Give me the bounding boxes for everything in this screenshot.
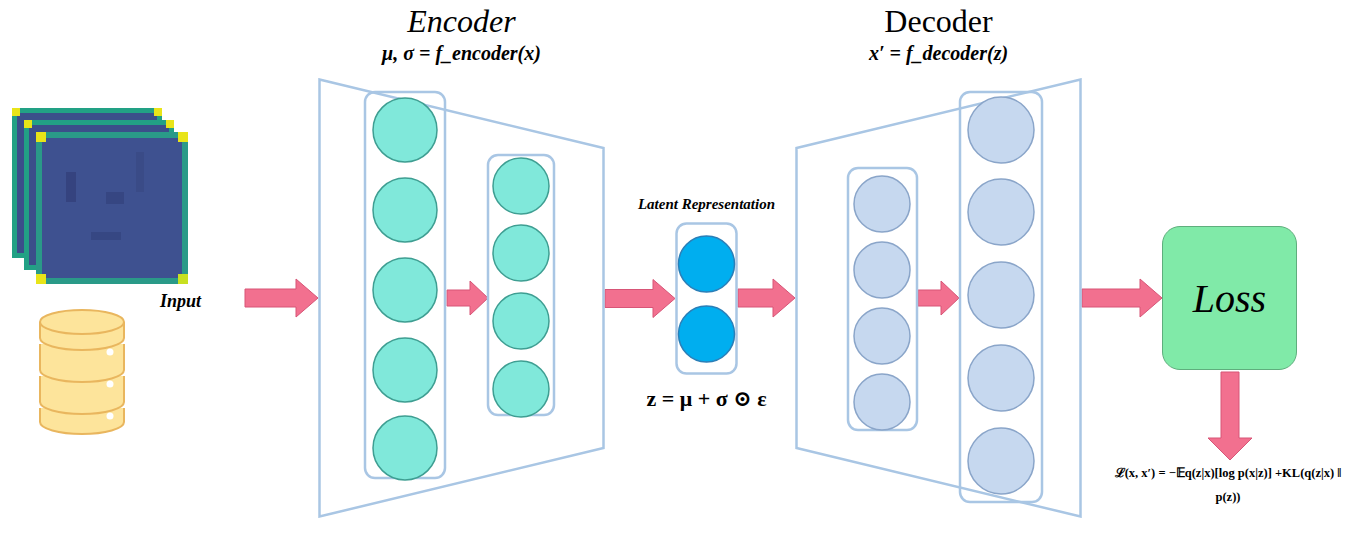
- label-wrap: z = μ + σ ⊙ ε: [585, 385, 828, 413]
- neuron: [854, 242, 910, 298]
- latent-block: Latent Representationz = μ + σ ⊙ ε: [675, 222, 738, 375]
- layer-frame: [960, 92, 1042, 502]
- encoder-block: Encoderμ, σ = f_encoder(x): [318, 78, 605, 518]
- flow-arrow: [605, 280, 675, 318]
- neuron: [493, 225, 549, 281]
- flow-arrow: [1082, 279, 1162, 317]
- block-title: Decoder: [755, 2, 1122, 40]
- neuron: [854, 374, 910, 430]
- decoder-block: Decoderx′ = f_decoder(z): [795, 78, 1082, 518]
- formula: z = μ + σ ⊙ ε: [585, 385, 828, 413]
- neuron: [493, 158, 549, 214]
- flow-arrow: [738, 279, 795, 317]
- loss-box: Loss: [1162, 226, 1297, 370]
- neuron: [373, 178, 437, 242]
- neuron: [968, 262, 1034, 328]
- trapezoid: [797, 80, 1081, 517]
- neuron: [373, 416, 437, 480]
- latent-unit: [679, 236, 735, 292]
- heading-group: Decoderx′ = f_decoder(z): [755, 2, 1122, 66]
- formula: x′ = f_decoder(z): [755, 40, 1122, 66]
- input-label: Input: [160, 284, 240, 318]
- neuron: [373, 98, 437, 162]
- trapezoid-outline: [318, 78, 605, 518]
- trapezoid-outline: [795, 78, 1082, 518]
- loss-title: Loss: [1193, 275, 1266, 322]
- neuron: [373, 338, 437, 402]
- database-icon: [40, 310, 124, 434]
- latent-title: Latent Representation: [585, 194, 828, 214]
- neuron: [968, 428, 1034, 494]
- latent-frame: [675, 222, 738, 375]
- layer-frame: [677, 224, 737, 374]
- layer-frame: [848, 168, 917, 430]
- neuron: [968, 97, 1034, 163]
- neuron: [854, 308, 910, 364]
- neuron: [493, 293, 549, 349]
- neuron: [968, 345, 1034, 411]
- formula: μ, σ = f_encoder(x): [278, 40, 645, 66]
- heading-group: Encoderμ, σ = f_encoder(x): [278, 2, 645, 66]
- block-title: Encoder: [278, 2, 645, 40]
- neuron: [373, 258, 437, 322]
- latent-unit: [679, 306, 735, 362]
- neuron: [968, 179, 1034, 245]
- neuron: [854, 176, 910, 232]
- input-images: [12, 108, 188, 284]
- trapezoid: [320, 80, 604, 517]
- label-wrap: Latent Representation: [585, 194, 828, 214]
- loss-formula: ℒ(x, x′) = −𝔼q(z|x)[log p(x|z)] +KL(q(z|…: [1112, 462, 1344, 510]
- neuron: [493, 361, 549, 417]
